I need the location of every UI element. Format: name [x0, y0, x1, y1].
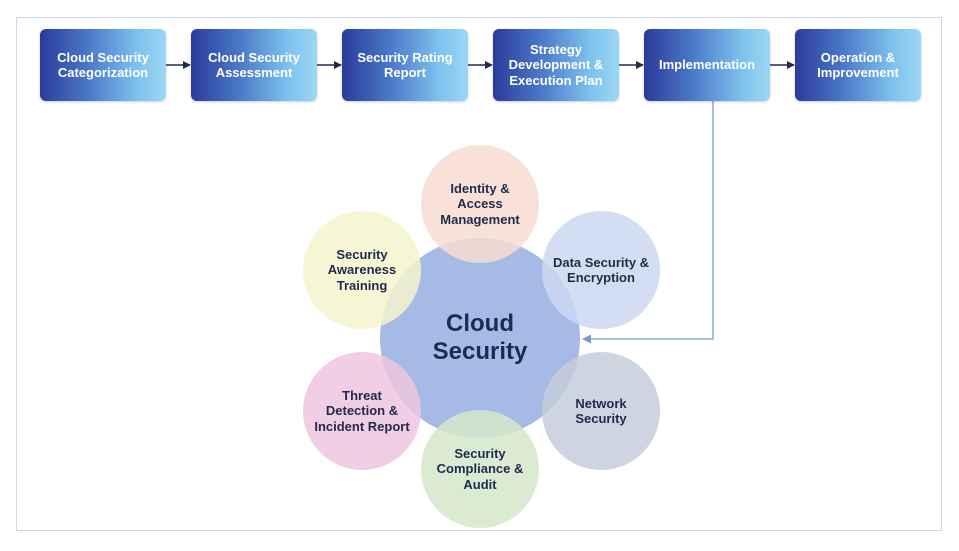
step-implementation: Implementation: [644, 29, 770, 101]
step-label: Cloud Security Categorization: [57, 49, 149, 81]
step-cloud-security-assessment: Cloud Security Assessment: [191, 29, 317, 101]
step-strategy-development-execution-plan: Strategy Development & Execution Plan: [493, 29, 619, 101]
petal-label: Threat Detection & Incident Report: [314, 387, 410, 434]
petal-label: Network Security: [575, 395, 627, 427]
feedback-arrow: [582, 101, 714, 344]
step-label: Implementation: [658, 57, 756, 73]
petal-label: Data Security & Encryption: [552, 254, 650, 286]
step-operation-improvement: Operation & Improvement: [795, 29, 921, 101]
petal-threat-detection-incident-report: Threat Detection & Incident Report: [303, 352, 421, 470]
step-label: Cloud Security Assessment: [208, 49, 300, 81]
step-label: Strategy Development & Execution Plan: [508, 41, 604, 88]
step-security-rating-report: Security Rating Report: [342, 29, 468, 101]
petal-label: Security Compliance & Audit: [436, 445, 524, 492]
petal-label: Security Awareness Training: [327, 246, 397, 293]
step-cloud-security-categorization: Cloud Security Categorization: [40, 29, 166, 101]
petal-security-awareness-training: Security Awareness Training: [303, 211, 421, 329]
petal-identity-access-management: Identity & Access Management: [421, 145, 539, 263]
hub-label: Cloud Security: [432, 310, 528, 365]
petal-label: Identity & Access Management: [440, 180, 520, 227]
step-label: Security Rating Report: [357, 49, 453, 81]
petal-security-compliance-audit: Security Compliance & Audit: [421, 410, 539, 528]
petal-data-security-encryption: Data Security & Encryption: [542, 211, 660, 329]
step-label: Operation & Improvement: [817, 49, 899, 81]
petal-network-security: Network Security: [542, 352, 660, 470]
